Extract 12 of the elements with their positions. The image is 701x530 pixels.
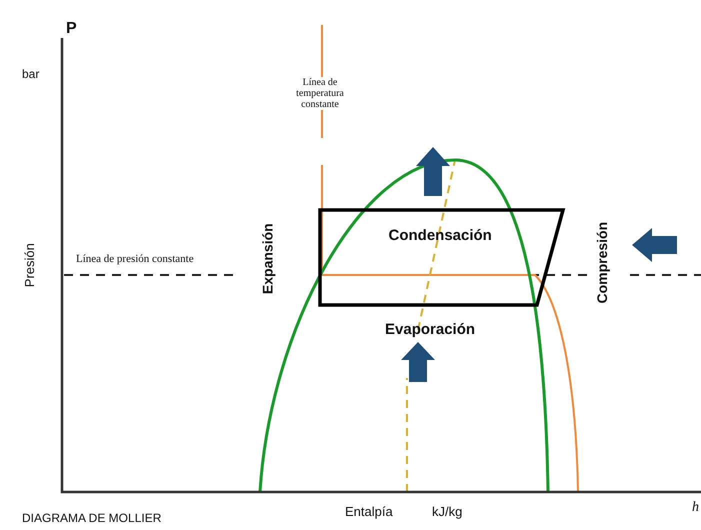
process-label: Evaporación [385,322,476,338]
process-label: Expansión [260,222,276,294]
axis-label: h [692,500,699,516]
caption: DIAGRAMA DE MOLLIER [22,512,162,526]
process-label: Condensación [388,228,492,244]
axis-title: Presión [22,243,38,288]
axis-title: Entalpía [345,505,393,520]
axis-label: P [66,20,77,38]
process-label: Compresión [595,221,611,304]
line-label: Línea de presión constante [76,253,194,266]
axis-unit: kJ/kg [432,505,462,520]
axis-unit: bar [22,68,40,82]
